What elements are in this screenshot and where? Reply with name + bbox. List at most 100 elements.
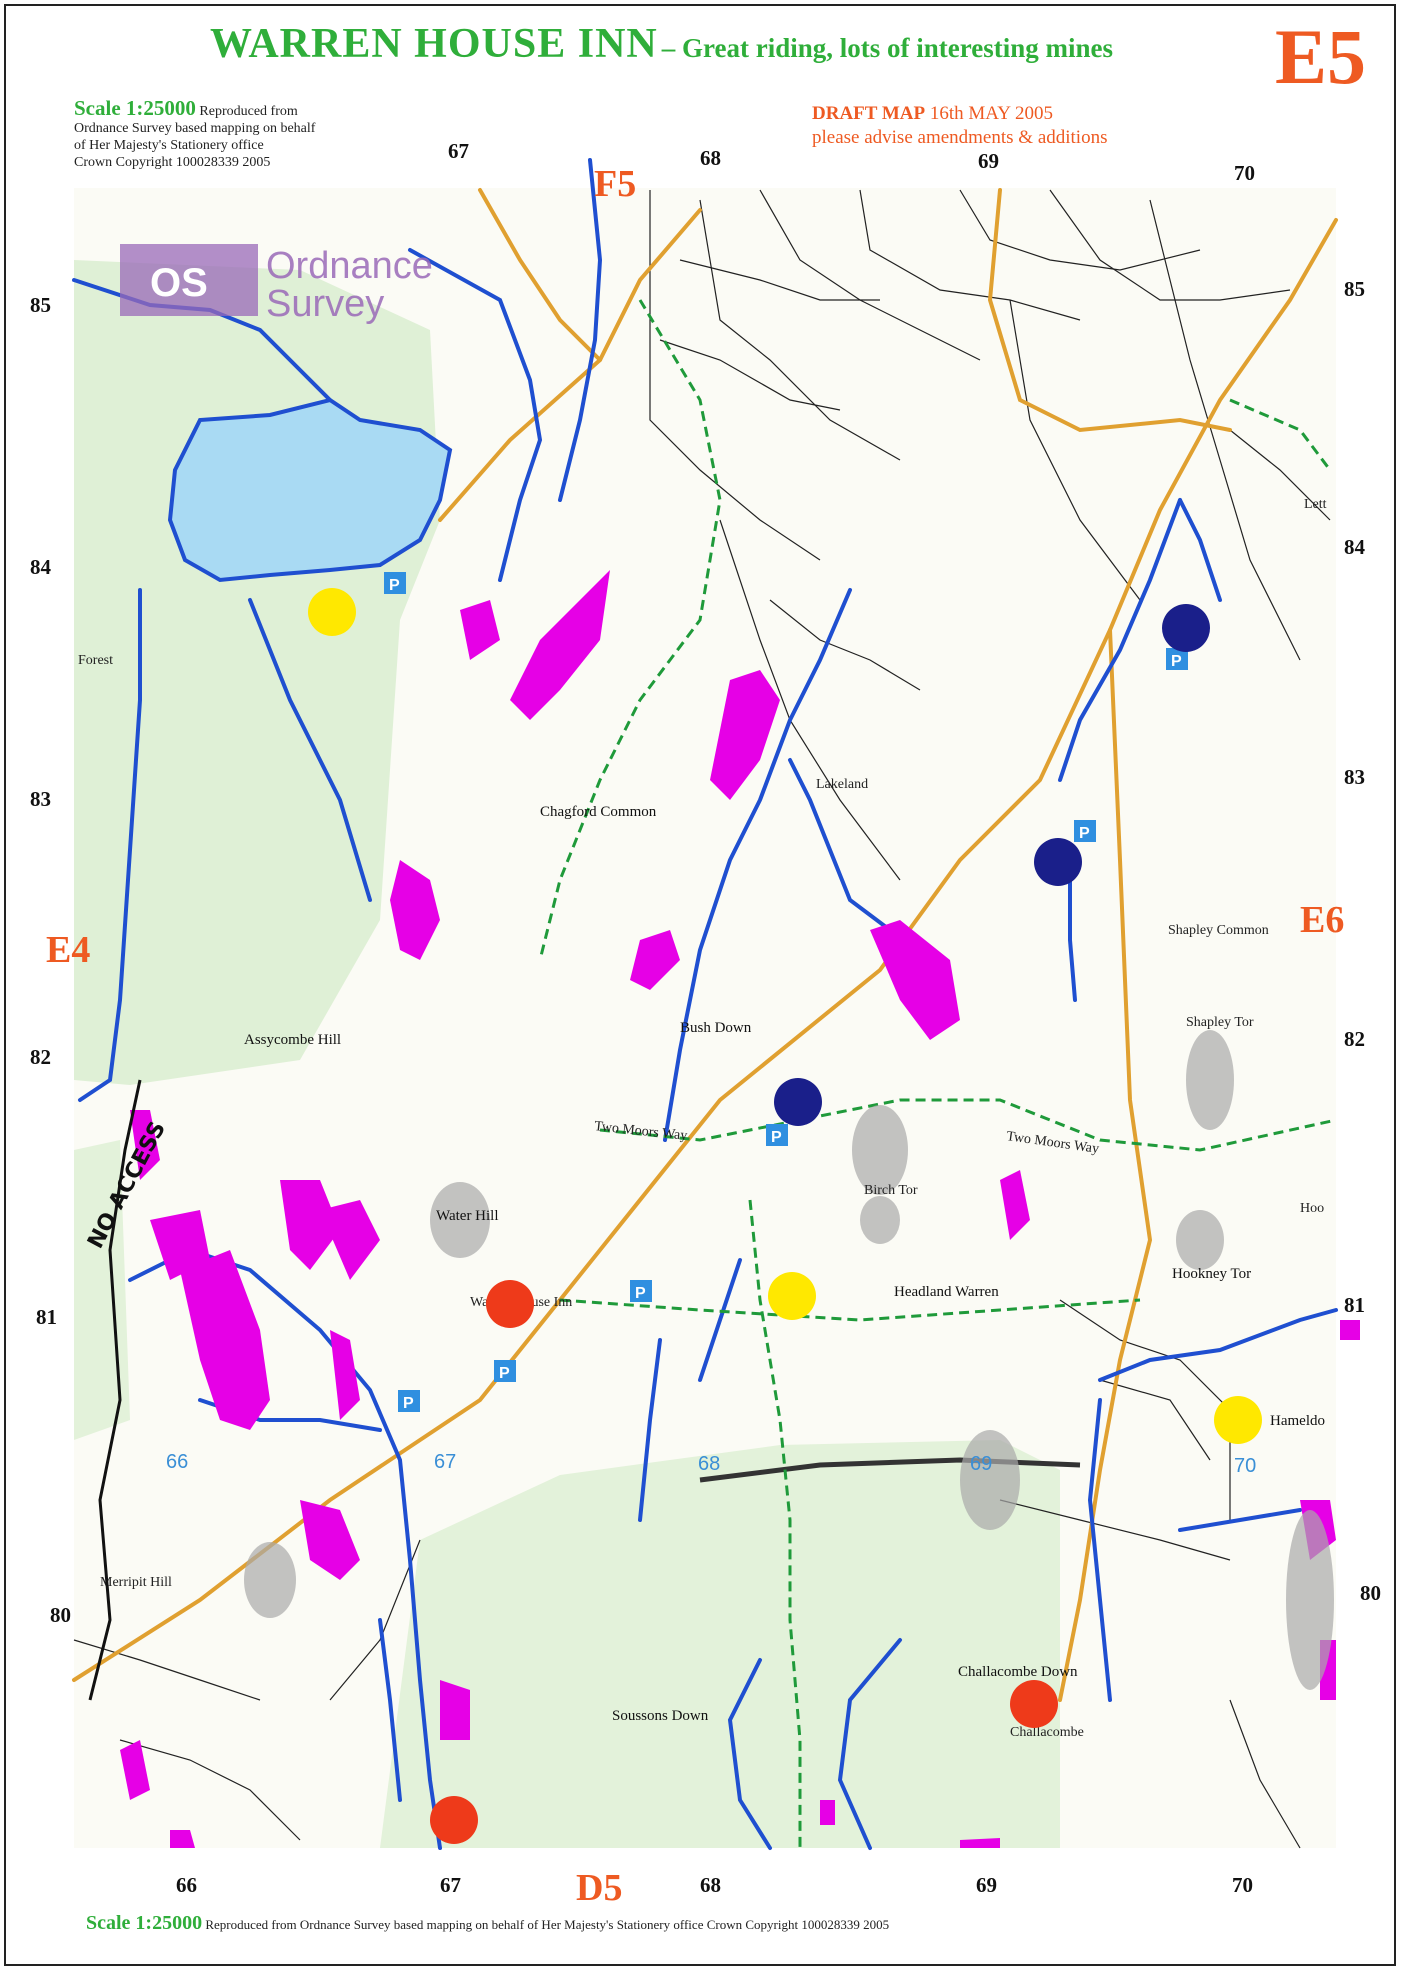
no-access-line (88, 1079, 142, 1701)
place-hookney-tor: Hookney Tor (1172, 1266, 1251, 1282)
scale-label: Scale 1:25000 (74, 96, 196, 120)
grid-bottom-70: 70 (1232, 1873, 1253, 1897)
scale-block: Scale 1:25000 Reproduced from Ordnance S… (74, 98, 404, 171)
marker-red-warren-house[interactable] (486, 1280, 534, 1328)
place-assycombe-hill: Assycombe Hill (244, 1032, 341, 1048)
grid-top-69: 69 (978, 149, 999, 173)
scale-line4: Crown Copyright 100028339 2005 (74, 155, 271, 170)
parking-center: P (766, 1124, 788, 1146)
grid-left-80: 80 (50, 1603, 71, 1627)
svg-text:P: P (635, 1285, 646, 1302)
place-hameldo: Hameldo (1270, 1413, 1325, 1429)
grid-top-67: 67 (448, 139, 469, 163)
svg-text:P: P (389, 577, 400, 594)
grid-right-labels: 85 84 83 82 81 80 (1344, 277, 1381, 1605)
grid-inner-70: 70 (1234, 1455, 1256, 1477)
grid-left-83: 83 (30, 787, 51, 811)
scale-line1: Reproduced from (199, 104, 298, 119)
place-challacombe-down: Challacombe Down (958, 1664, 1078, 1680)
grid-inner-labels: 66 67 68 69 70 (166, 1451, 1256, 1477)
place-forest: Forest (78, 653, 113, 668)
marker-yellow-reservoir[interactable] (308, 588, 356, 636)
grid-bottom-67: 67 (440, 1873, 461, 1897)
grid-bottom-labels: 66 67 68 69 70 (176, 1873, 1253, 1897)
marker-navy-east[interactable] (1034, 838, 1082, 886)
map-title-main: WARREN HOUSE INN (210, 21, 658, 67)
draft-note: please advise amendments & additions (812, 127, 1108, 148)
svg-text:P: P (1171, 653, 1182, 670)
grid-right-84: 84 (1344, 535, 1366, 559)
sheet-ref-west: E4 (46, 929, 90, 971)
grid-left-labels: 85 84 83 82 81 80 (30, 293, 71, 1627)
place-lakeland: Lakeland (816, 777, 868, 792)
footpaths (538, 299, 1337, 1848)
grid-inner-66: 66 (166, 1451, 188, 1473)
parking-south-west: P (398, 1390, 420, 1412)
grid-right-82: 82 (1344, 1027, 1365, 1051)
os-logo-icon (120, 244, 258, 316)
os-logo: OS Ordnance Survey (120, 244, 433, 325)
parking-warren-house: P (494, 1360, 516, 1382)
field-boundaries (73, 189, 1331, 1849)
os-logo-line1: Ordnance (266, 245, 433, 287)
draft-date: 16th MAY 2005 (929, 103, 1054, 124)
forest-area-soussons (380, 1440, 1060, 1848)
parking-ne: P (1166, 648, 1188, 670)
parking-warren-east: P (630, 1280, 652, 1302)
mine-spoil-areas (120, 570, 1360, 1848)
footer-text: Reproduced from Ordnance Survey based ma… (205, 1917, 890, 1932)
place-soussons-down: Soussons Down (612, 1708, 709, 1724)
marker-yellow-birch-tor[interactable] (768, 1272, 816, 1320)
grid-bottom-69: 69 (976, 1873, 997, 1897)
sheet-ref-south: D5 (576, 1867, 622, 1909)
grid-bottom-68: 68 (700, 1873, 721, 1897)
place-water-hill: Water Hill (436, 1208, 499, 1224)
svg-text:P: P (499, 1365, 510, 1382)
marker-navy-center[interactable] (774, 1078, 822, 1126)
grid-right-81: 81 (1344, 1293, 1365, 1317)
place-hoo: Hoo (1300, 1201, 1324, 1216)
place-bush-down: Bush Down (680, 1020, 752, 1036)
grid-right-80: 80 (1360, 1581, 1381, 1605)
parking-symbols: P P P P P P P (384, 572, 1188, 1412)
grid-left-85: 85 (30, 293, 51, 317)
os-logo-mark: OS (150, 261, 208, 305)
sheet-ref-east: E6 (1300, 899, 1344, 941)
marker-navy-ne[interactable] (1162, 604, 1210, 652)
tor-shading (244, 1030, 1334, 1690)
marker-yellow-hameldon[interactable] (1214, 1396, 1262, 1444)
grid-right-83: 83 (1344, 765, 1365, 789)
place-chagford-common: Chagford Common (540, 804, 657, 820)
draft-notice: DRAFT MAP 16th MAY 2005 please advise am… (812, 102, 1107, 150)
footer-credit: Scale 1:25000 Reproduced from Ordnance S… (86, 1912, 889, 1935)
draft-label: DRAFT MAP (812, 103, 926, 124)
marker-red-bottom[interactable] (430, 1796, 478, 1844)
place-challacombe: Challacombe (1010, 1725, 1084, 1740)
scale-line2: Ordnance Survey based mapping on behalf (74, 121, 316, 136)
place-merripit-hill: Merripit Hill (100, 1575, 172, 1590)
dark-road (699, 1457, 1081, 1483)
grid-left-84: 84 (30, 555, 52, 579)
sheet-code: E5 (1274, 13, 1366, 100)
marker-red-challacombe[interactable] (1010, 1680, 1058, 1728)
grid-right-85: 85 (1344, 277, 1365, 301)
grid-left-81: 81 (36, 1305, 57, 1329)
parking-reservoir: P (384, 572, 406, 594)
place-shapley-common: Shapley Common (1168, 923, 1269, 938)
grid-bottom-66: 66 (176, 1873, 197, 1897)
scale-line3: of Her Majesty's Stationery office (74, 138, 264, 153)
grid-top-70: 70 (1234, 161, 1255, 185)
parking-east: P (1074, 820, 1096, 842)
footer-scale: Scale 1:25000 (86, 1912, 203, 1934)
svg-text:P: P (771, 1129, 782, 1146)
grid-inner-67: 67 (434, 1451, 456, 1473)
map-title: WARREN HOUSE INN – Great riding, lots of… (210, 20, 1113, 68)
svg-text:P: P (1079, 825, 1090, 842)
fernworthy-reservoir (167, 397, 453, 583)
os-logo-line2: Survey (266, 283, 384, 325)
grid-top-68: 68 (700, 146, 721, 170)
place-birch-tor: Birch Tor (864, 1183, 918, 1198)
map-title-sub: – Great riding, lots of interesting mine… (661, 33, 1113, 63)
place-shapley-tor: Shapley Tor (1186, 1015, 1254, 1030)
